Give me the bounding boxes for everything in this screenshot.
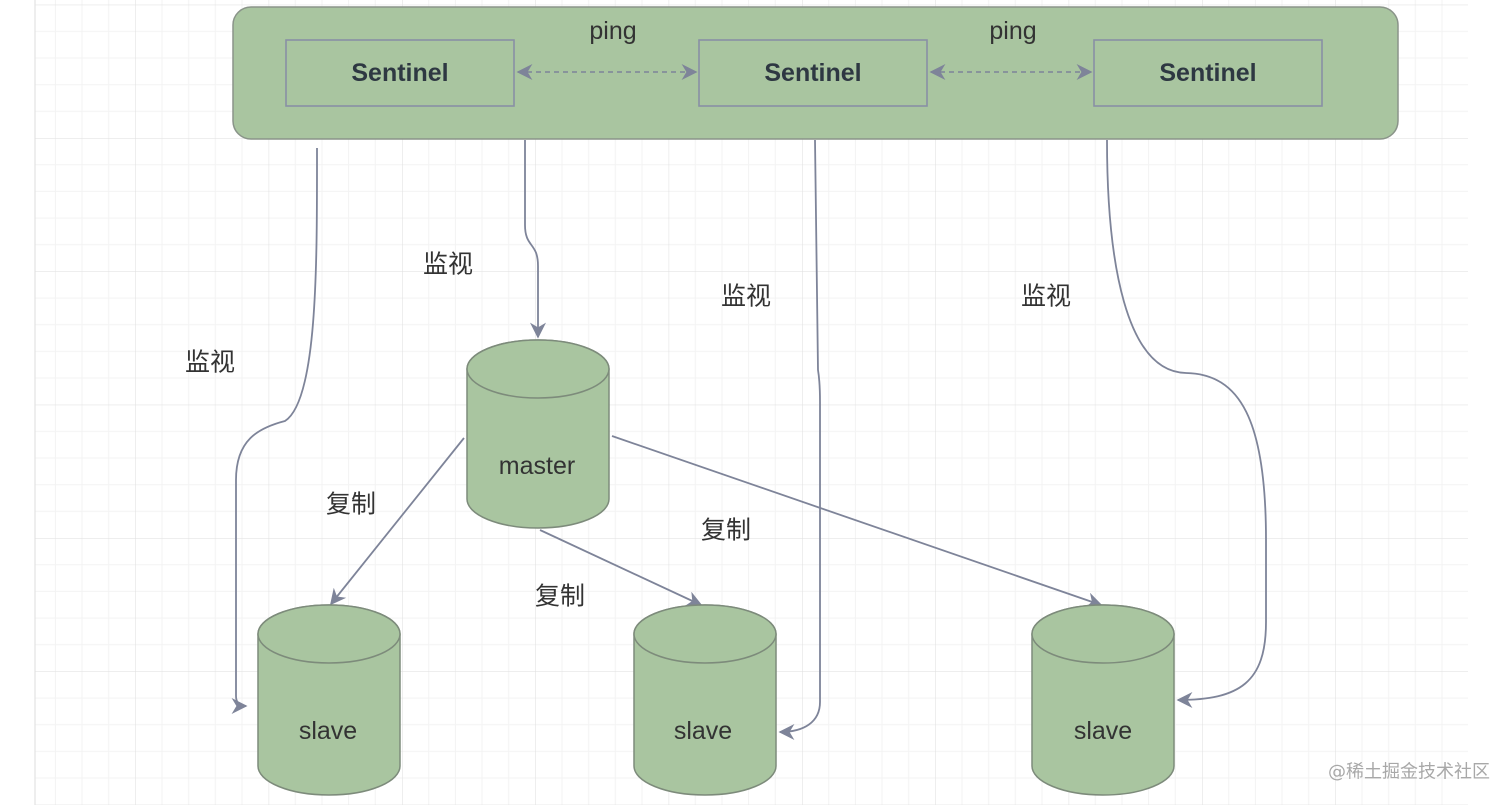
sentinel-node-3: Sentinel [1093,39,1323,107]
master-label: master [499,452,575,480]
watermark: @稀土掘金技术社区 [1328,762,1490,783]
replicate-label-slave3: 复制 [701,516,751,545]
slave-cylinder-top [633,604,777,664]
sentinel-box [698,39,928,107]
sentinel-node-1: Sentinel [285,39,515,107]
slave-node-1: slave [257,604,401,796]
slave-cylinder-top [1031,604,1175,664]
slave-node-2: slave [633,604,777,796]
master-cylinder-top [466,339,610,399]
sentinel-box [1093,39,1323,107]
replicate-label-slave2: 复制 [535,582,585,611]
replicate-edge-master-slave2 [539,529,703,607]
slave-label: slave [299,717,357,745]
monitor-label-slave2: 监视 [721,282,771,311]
replicate-edge-master-slave3 [611,435,1103,608]
monitor-label-master: 监视 [423,250,473,279]
sentinel-label: Sentinel [764,59,861,87]
monitor-edge-sentinel1-master [524,140,546,339]
replicate-label-slave1: 复制 [326,490,376,519]
sentinel-label: Sentinel [351,59,448,87]
monitor-edge-sentinel3-slave3 [1106,139,1267,708]
slave-cylinder-top [257,604,401,664]
monitor-label-slave1: 监视 [185,348,235,377]
monitor-label-slave3: 监视 [1021,282,1071,311]
slave-label: slave [1074,717,1132,745]
ping-label-2: ping [989,17,1036,45]
monitor-edge-sentinel2-slave2 [778,139,821,740]
master-node: master [466,339,610,529]
ping-label-1: ping [589,17,636,45]
slave-label: slave [674,717,732,745]
sentinel-label: Sentinel [1159,59,1256,87]
replicate-edge-master-slave1 [329,437,465,606]
sentinel-box [285,39,515,107]
sentinel-node-2: Sentinel [698,39,928,107]
monitor-edge-sentinel1-slave1 [231,147,318,714]
slave-node-3: slave [1031,604,1175,796]
